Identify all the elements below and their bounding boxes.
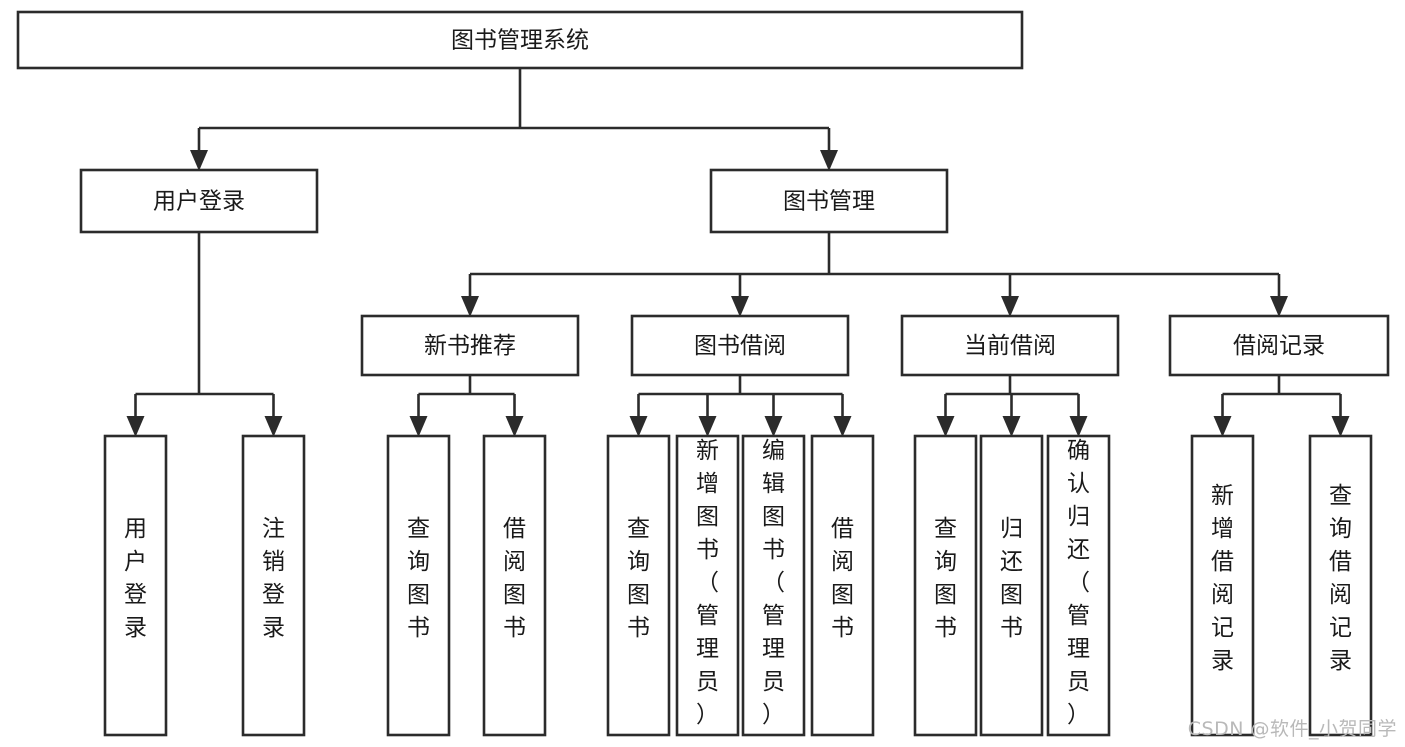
node-box-book-borrow [630, 314, 850, 377]
node-label-leaf-rec-query-book: 查询图书 [407, 516, 430, 641]
node-box-leaf-cur-confirm-return [1046, 434, 1111, 737]
node-label-borrow-record: 借阅记录 [1233, 333, 1325, 359]
node-label-leaf-brw-borrow-book: 借阅图书 [831, 516, 854, 641]
node-leaf-cur-return-book[interactable]: 归还图书 [979, 434, 1044, 737]
node-box-leaf-brw-edit-book [741, 434, 806, 737]
node-label-root: 图书管理系统 [451, 28, 589, 54]
edge-arrowhead-user-login [190, 150, 208, 171]
edge-arrowhead-book-borrow [731, 296, 749, 317]
node-label-book-borrow: 图书借阅 [694, 333, 786, 359]
node-leaf-rec-borrow-book[interactable]: 借阅图书 [482, 434, 547, 737]
node-box-leaf-rec-borrow-book [482, 434, 547, 737]
node-box-book-manage [709, 168, 949, 234]
node-current-borrow[interactable]: 当前借阅 [900, 314, 1120, 377]
edge-arrowhead-current-borrow [1001, 296, 1019, 317]
node-box-root [16, 10, 1024, 70]
edge-arrowhead-leaf-rec-borrow-book [505, 416, 524, 437]
node-book-borrow[interactable]: 图书借阅 [630, 314, 850, 377]
edge-arrowhead-borrow-record [1270, 296, 1288, 317]
edge-arrowhead-leaf-cur-confirm-return [1069, 416, 1088, 437]
node-box-borrow-record [1168, 314, 1390, 377]
node-box-current-borrow [900, 314, 1120, 377]
node-label-current-borrow: 当前借阅 [964, 333, 1056, 359]
node-box-leaf-brw-add-book [675, 434, 740, 737]
edge-arrowhead-new-book-rec [461, 296, 479, 317]
node-label-leaf-cur-return-book: 归还图书 [1000, 516, 1023, 641]
node-label-leaf-rec-query-record: 查询借阅记录 [1329, 483, 1352, 674]
edge-group-user-login [126, 232, 283, 437]
edge-arrowhead-book-manage [820, 150, 838, 171]
edge-arrowhead-leaf-user-login [126, 416, 145, 437]
edge-arrowhead-leaf-rec-query-record [1331, 416, 1350, 437]
node-borrow-record[interactable]: 借阅记录 [1168, 314, 1390, 377]
node-label-leaf-cur-query-book: 查询图书 [934, 516, 957, 641]
node-box-leaf-rec-query-book [386, 434, 451, 737]
edges-layer [126, 68, 1350, 437]
node-label-book-manage: 图书管理 [783, 189, 875, 215]
node-label-leaf-brw-edit-book: 编辑图书（管理员） [762, 438, 785, 728]
node-box-leaf-rec-add-record [1190, 434, 1255, 737]
node-label-user-login: 用户登录 [153, 189, 245, 215]
edge-arrowhead-leaf-cur-query-book [936, 416, 955, 437]
edge-arrowhead-leaf-cur-return-book [1002, 416, 1021, 437]
edge-arrowhead-leaf-brw-add-book [698, 416, 717, 437]
node-box-leaf-brw-query-book [606, 434, 671, 737]
edge-group-borrow-record [1213, 375, 1350, 437]
node-box-leaf-cur-query-book [913, 434, 978, 737]
node-user-login[interactable]: 用户登录 [79, 168, 319, 234]
node-box-leaf-cur-return-book [979, 434, 1044, 737]
node-box-new-book-rec [360, 314, 580, 377]
node-label-leaf-user-logout: 注销登录 [262, 516, 285, 641]
node-box-leaf-rec-query-record [1308, 434, 1373, 737]
node-leaf-brw-add-book[interactable]: 新增图书（管理员） [675, 434, 740, 737]
edge-arrowhead-leaf-brw-query-book [629, 416, 648, 437]
node-leaf-user-logout[interactable]: 注销登录 [241, 434, 306, 737]
node-leaf-rec-add-record[interactable]: 新增借阅记录 [1190, 434, 1255, 737]
edge-arrowhead-leaf-brw-borrow-book [833, 416, 852, 437]
node-leaf-brw-query-book[interactable]: 查询图书 [606, 434, 671, 737]
edge-arrowhead-leaf-user-logout [264, 416, 283, 437]
nodes-layer: 图书管理系统用户登录图书管理新书推荐图书借阅当前借阅借阅记录用户登录注销登录查询… [16, 10, 1390, 737]
node-box-leaf-brw-borrow-book [810, 434, 875, 737]
edge-group-new-book-rec [409, 375, 524, 437]
node-label-new-book-rec: 新书推荐 [424, 333, 516, 359]
node-leaf-brw-borrow-book[interactable]: 借阅图书 [810, 434, 875, 737]
watermark-text: CSDN @软件_小贺同学 [1187, 718, 1397, 740]
edge-group-book-borrow [629, 375, 852, 437]
node-leaf-rec-query-record[interactable]: 查询借阅记录 [1308, 434, 1373, 737]
node-leaf-brw-edit-book[interactable]: 编辑图书（管理员） [741, 434, 806, 737]
node-leaf-cur-confirm-return[interactable]: 确认归还（管理员） [1046, 434, 1111, 737]
node-leaf-user-login[interactable]: 用户登录 [103, 434, 168, 737]
node-label-leaf-rec-add-record: 新增借阅记录 [1211, 483, 1234, 674]
edge-group-root [190, 68, 838, 171]
edge-arrowhead-leaf-brw-edit-book [764, 416, 783, 437]
node-box-leaf-user-login [103, 434, 168, 737]
node-box-user-login [79, 168, 319, 234]
node-root[interactable]: 图书管理系统 [16, 10, 1024, 70]
node-label-leaf-brw-add-book: 新增图书（管理员） [696, 438, 719, 728]
node-label-leaf-brw-query-book: 查询图书 [627, 516, 650, 641]
node-leaf-rec-query-book[interactable]: 查询图书 [386, 434, 451, 737]
edge-group-book-manage [461, 232, 1288, 317]
node-box-leaf-user-logout [241, 434, 306, 737]
edge-arrowhead-leaf-rec-add-record [1213, 416, 1232, 437]
edge-group-current-borrow [936, 375, 1088, 437]
node-leaf-cur-query-book[interactable]: 查询图书 [913, 434, 978, 737]
edge-arrowhead-leaf-rec-query-book [409, 416, 428, 437]
node-label-leaf-user-login: 用户登录 [124, 516, 147, 641]
node-label-leaf-rec-borrow-book: 借阅图书 [503, 516, 526, 641]
node-new-book-rec[interactable]: 新书推荐 [360, 314, 580, 377]
node-book-manage[interactable]: 图书管理 [709, 168, 949, 234]
node-label-leaf-cur-confirm-return: 确认归还（管理员） [1067, 438, 1090, 728]
